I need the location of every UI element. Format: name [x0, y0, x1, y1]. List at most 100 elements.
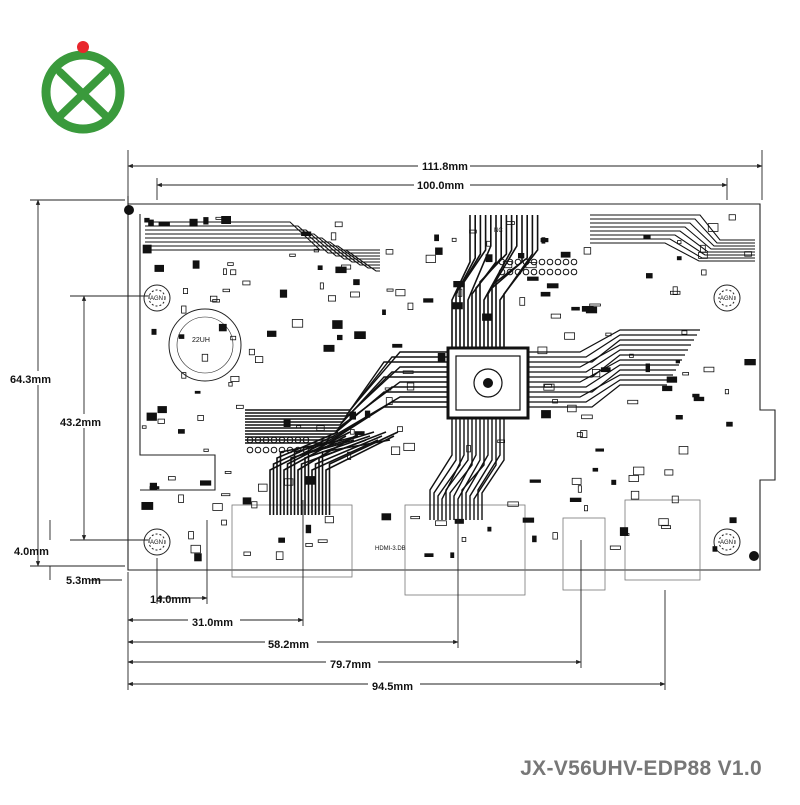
pad	[571, 477, 582, 485]
header-pin	[530, 258, 538, 266]
pad	[693, 396, 705, 402]
trace	[487, 215, 518, 348]
trace	[318, 431, 387, 515]
pad	[507, 501, 519, 507]
pad	[581, 305, 594, 312]
pcb-pads	[141, 214, 756, 562]
pad	[552, 532, 558, 540]
dim-width-holes: 100.0mm	[417, 180, 464, 192]
pad	[188, 531, 194, 540]
trace	[590, 234, 755, 256]
pad	[349, 411, 356, 420]
pad	[435, 247, 443, 255]
pad	[576, 432, 583, 438]
header-pin	[522, 268, 530, 276]
header-pin	[538, 268, 546, 276]
trace	[245, 361, 448, 417]
pad	[218, 323, 227, 332]
pad	[425, 254, 436, 263]
pad	[296, 425, 302, 429]
pad	[392, 343, 403, 348]
trace	[145, 221, 380, 251]
pad	[148, 219, 154, 226]
pad	[541, 410, 551, 419]
pad	[666, 376, 678, 383]
pad	[497, 439, 506, 443]
pad	[289, 253, 296, 257]
pad	[291, 319, 304, 328]
mounting-hole-bl	[143, 528, 171, 556]
trace	[269, 439, 331, 515]
pad	[569, 497, 582, 503]
pad	[726, 421, 733, 427]
dim-height-holes: 43.2mm	[60, 417, 101, 429]
pad	[221, 519, 227, 526]
pad	[658, 518, 669, 526]
pad	[385, 397, 393, 406]
pad	[519, 297, 526, 306]
dim-bottom-hole: 4.0mm	[14, 546, 49, 558]
pad	[646, 273, 653, 279]
header-pin	[286, 446, 294, 454]
pad	[466, 445, 471, 453]
pad	[313, 248, 319, 253]
connector-label: HDMI-3.DB	[375, 546, 406, 552]
header-pin	[538, 258, 546, 266]
ic-label: NC	[494, 228, 503, 234]
trace	[481, 418, 505, 520]
pad	[230, 269, 237, 276]
pad	[317, 265, 323, 270]
header-pin	[506, 268, 514, 276]
trace	[477, 418, 501, 520]
pad	[354, 331, 366, 340]
pad	[724, 389, 729, 395]
pad	[304, 476, 316, 485]
dim-width-total: 111.8mm	[422, 161, 468, 173]
pad	[266, 330, 277, 337]
pad	[550, 313, 562, 319]
pad	[482, 313, 493, 321]
pad	[332, 320, 343, 329]
pad	[407, 302, 414, 311]
pad	[212, 503, 223, 511]
trace	[445, 418, 469, 520]
dim-left-offset: 5.3mm	[66, 575, 101, 587]
pad	[350, 291, 360, 298]
pad	[703, 366, 715, 373]
pad	[707, 223, 719, 232]
pad	[620, 533, 630, 536]
trace	[590, 222, 755, 247]
trace	[145, 241, 380, 266]
pad	[386, 288, 394, 292]
header-pin	[246, 446, 254, 454]
pad	[580, 430, 588, 439]
pad	[744, 251, 752, 257]
pad	[676, 256, 682, 261]
trace	[145, 249, 380, 272]
trace	[528, 339, 694, 363]
pcb-traces	[145, 214, 755, 520]
trace	[465, 418, 489, 520]
pad	[627, 399, 639, 405]
trace	[463, 215, 487, 348]
header-pin	[254, 446, 262, 454]
pad	[560, 251, 571, 258]
bottom-dimensions: 5.3mm 14.0mm 31.0mm 58.2mm 79.7mm 94.5mm	[66, 500, 666, 693]
pad	[391, 446, 401, 455]
pad	[350, 429, 355, 435]
header-pin	[246, 436, 254, 444]
header-pin	[562, 258, 570, 266]
pad	[221, 493, 231, 497]
trace	[453, 418, 477, 520]
pad	[434, 234, 440, 242]
pad	[675, 359, 680, 364]
trace	[321, 439, 391, 515]
pad	[222, 288, 230, 293]
trace	[449, 418, 473, 520]
trace	[297, 431, 363, 515]
logo-dot	[77, 41, 89, 53]
header-pin	[270, 446, 278, 454]
pad	[541, 237, 546, 244]
pad	[142, 244, 152, 254]
